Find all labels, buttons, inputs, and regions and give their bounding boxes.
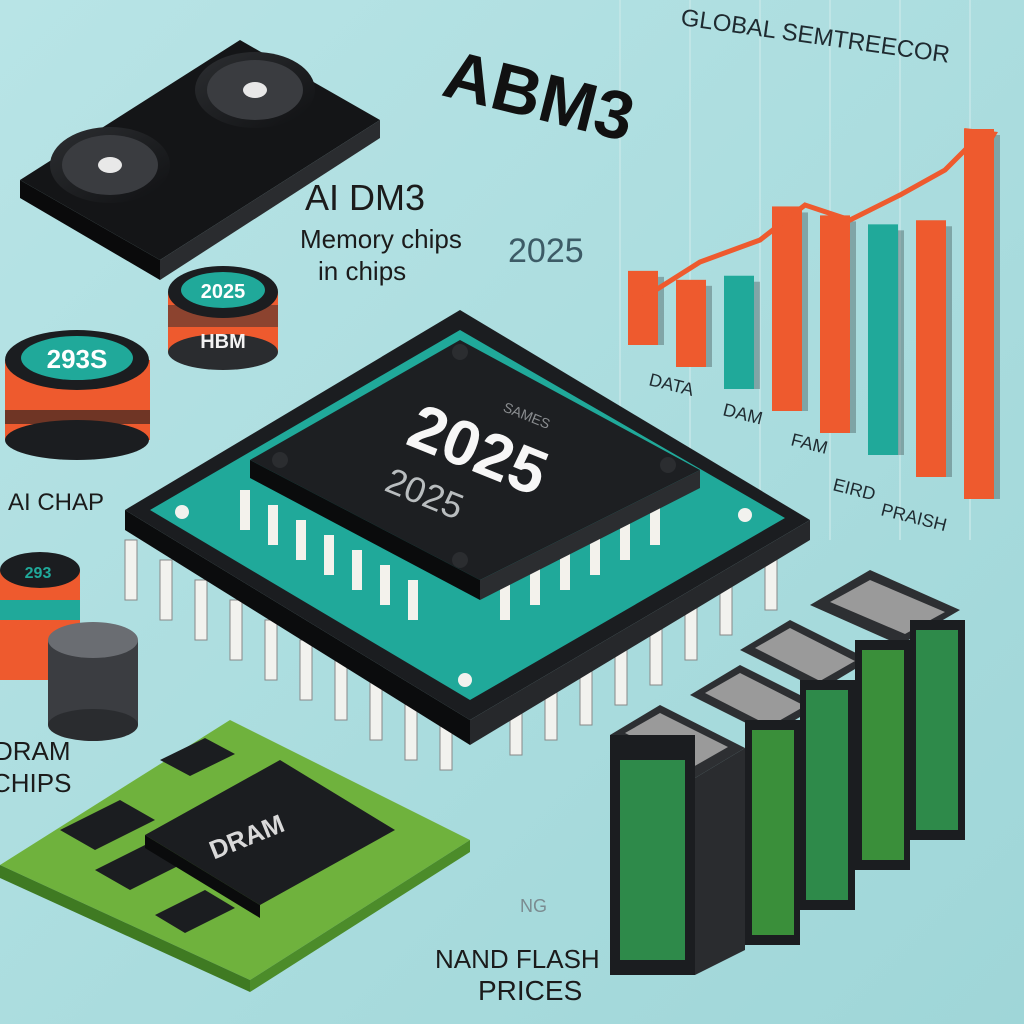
nand-label-line2: PRICES <box>478 975 582 1006</box>
side-year: 2025 <box>508 232 584 270</box>
chart-bar-side <box>658 276 664 345</box>
memory-stack-hbm: 2025 HBM <box>168 266 278 370</box>
chart-bar-side <box>754 281 760 389</box>
stack-left-label: 293S <box>47 344 108 374</box>
partial-label: NG <box>520 896 547 916</box>
tagline-line2: in chips <box>318 256 406 286</box>
dram-label-line2: CHIPS <box>0 768 71 798</box>
chart-bar-side <box>994 135 1000 499</box>
chart-bar-side <box>706 285 712 367</box>
stack-hbm-band: HBM <box>200 331 246 353</box>
gpu-card <box>20 40 380 280</box>
server-rack-2 <box>690 665 820 945</box>
trend-arrow-icon <box>964 128 998 162</box>
ai-chip-label: AI CHAP <box>8 489 104 516</box>
memory-stack-small: 293 <box>0 552 138 741</box>
chart-bar <box>772 206 802 411</box>
chart-bar <box>964 129 994 499</box>
server-racks <box>610 570 965 975</box>
server-rack-4 <box>810 570 965 870</box>
chart-bar-side <box>898 230 904 455</box>
trend-line <box>638 138 977 303</box>
subtitle: AI DM3 <box>305 177 425 218</box>
chart-bar-side <box>850 221 856 433</box>
chart-bar <box>724 275 754 389</box>
stack-hbm-year: 2025 <box>201 281 246 303</box>
gpu-fan-right <box>195 52 315 128</box>
chip-inner-pins <box>240 490 660 620</box>
memory-stack-left: 293S <box>5 330 150 460</box>
chart-bar <box>676 279 706 367</box>
gpu-fan-left <box>50 127 170 203</box>
chart-bar-side <box>946 226 952 477</box>
stack-small-label: 293 <box>25 565 52 582</box>
chart-bar <box>868 224 898 455</box>
memory-board: DRAM <box>0 720 470 992</box>
chart-bar <box>916 220 946 477</box>
chart-bar <box>820 215 850 433</box>
nand-label-line1: NAND FLASH <box>435 944 600 974</box>
dram-label-line1: DRAM <box>0 736 71 766</box>
chart-bar <box>628 270 658 345</box>
main-chip: 2025 2025 SAMES <box>124 310 810 771</box>
server-rack-3 <box>740 620 870 910</box>
bar-chart <box>628 128 1000 499</box>
tagline-line1: Memory chips <box>300 224 462 254</box>
server-rack-1 <box>610 705 745 975</box>
chart-bar-side <box>802 212 808 411</box>
